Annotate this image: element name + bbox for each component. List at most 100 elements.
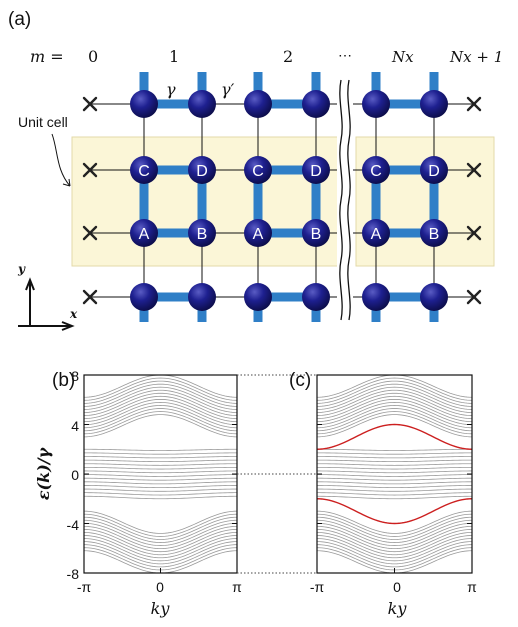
bulk-band-line (317, 532, 472, 556)
bulk-band-line (84, 414, 237, 438)
site-label: C (138, 163, 150, 180)
lattice-site (420, 156, 448, 184)
ytick-minus-4: -4 (67, 517, 80, 533)
bulk-band-line (84, 492, 237, 496)
axis-label-x: x (69, 307, 78, 321)
lattice-site (130, 219, 158, 247)
bulk-band-line (317, 522, 472, 546)
bulk-band-line (317, 408, 472, 432)
column-label-nx-plus-1: Nx + 1 (449, 48, 503, 66)
bulk-band-line (84, 532, 237, 556)
bulk-band-line (317, 414, 472, 438)
bond-label-gamma: γ (166, 80, 176, 99)
unit-cell-box-left (71, 136, 348, 267)
lattice-site (420, 90, 448, 118)
bulk-band-line (84, 495, 237, 500)
bulk-band-line (317, 538, 472, 562)
bulk-band-line (317, 474, 472, 477)
bulk-band-line (317, 392, 472, 416)
bulk-band-line (84, 522, 237, 546)
bulk-band-line (84, 474, 237, 477)
lattice-site (302, 219, 330, 247)
site-label: A (139, 226, 150, 243)
bulk-band-line (317, 386, 472, 410)
band-lines (317, 375, 472, 573)
bulk-band-line (84, 398, 237, 423)
bulk-band-line (317, 525, 472, 550)
bulk-band-line (84, 448, 237, 451)
bulk-band-line (84, 392, 237, 416)
lattice-site (420, 219, 448, 247)
bulk-band-line (317, 516, 472, 540)
bulk-band-line (317, 377, 472, 401)
lattice-site (130, 283, 158, 311)
lattice-site (188, 219, 216, 247)
site-label: A (371, 226, 382, 243)
column-label-2: 2 (283, 47, 293, 66)
band-lines (84, 375, 237, 573)
bulk-band-line (84, 513, 237, 537)
edge-state-line (317, 498, 472, 525)
column-label-nx: Nx (391, 48, 414, 66)
bulk-band-line (317, 550, 472, 573)
unit-cell-arrowhead-icon (62, 178, 71, 187)
ytick-minus-8: -8 (67, 566, 80, 582)
bulk-band-line (84, 510, 237, 534)
bulk-band-line (84, 375, 237, 398)
site-label: B (429, 226, 440, 243)
bulk-band-line (317, 519, 472, 543)
bulk-band-line (84, 541, 237, 565)
lattice-site (244, 283, 272, 311)
ytick-8: 8 (71, 368, 79, 384)
bulk-band-line (317, 456, 472, 459)
band-plot-c (316, 374, 473, 574)
bulk-band-line (317, 510, 472, 534)
bulk-band-line (84, 408, 237, 432)
lattice-site (302, 156, 330, 184)
bulk-band-line (84, 485, 237, 489)
lattice-site (244, 90, 272, 118)
bulk-band-line (317, 513, 472, 537)
panel-a-label: (a) (8, 9, 31, 30)
bulk-band-line (317, 535, 472, 559)
ytick-0: 0 (71, 467, 79, 483)
x-axis-label-c: ky (388, 599, 408, 618)
lattice-site (302, 90, 330, 118)
bulk-band-line (84, 529, 237, 553)
bulk-band-line (84, 411, 237, 435)
site-label: A (253, 226, 264, 243)
unit-cell-arrow-icon (51, 133, 71, 187)
bulk-band-line (317, 411, 472, 435)
bulk-band-line (317, 383, 472, 407)
unit-cell-label: Unit cell (18, 114, 68, 130)
lattice-site (362, 156, 390, 184)
column-label-ellipsis: ⋯ (338, 48, 352, 64)
y-axis-label: ε(k)/γ (34, 446, 53, 500)
bulk-band-line (84, 525, 237, 550)
site-label: B (197, 226, 208, 243)
bulk-band-line (84, 550, 237, 573)
bulk-band-line (317, 481, 472, 485)
bulk-band-line (317, 405, 472, 429)
bulk-band-line (317, 463, 472, 466)
plot-connectors (237, 374, 317, 574)
panel-a: (a) m = 0 1 2 ⋯ Nx Nx + 1 (8, 9, 503, 331)
lattice-site (362, 283, 390, 311)
bulk-band-line (84, 452, 237, 455)
bulk-band-line (317, 495, 472, 500)
bulk-band-line (317, 459, 472, 463)
xtick-c-minus-pi: -π (310, 579, 325, 595)
bulk-band-line (317, 477, 472, 481)
lattice-site (362, 90, 390, 118)
bulk-band-line (84, 463, 237, 466)
bulk-band-line (84, 488, 237, 492)
panel-c-label: (c) (289, 370, 311, 391)
bulk-band-line (317, 529, 472, 553)
bulk-band-line (317, 402, 472, 426)
bulk-band-line (84, 481, 237, 485)
bulk-band-line (317, 544, 472, 568)
bulk-band-line (84, 516, 237, 540)
site-label: B (311, 226, 322, 243)
bulk-band-line (84, 380, 237, 404)
